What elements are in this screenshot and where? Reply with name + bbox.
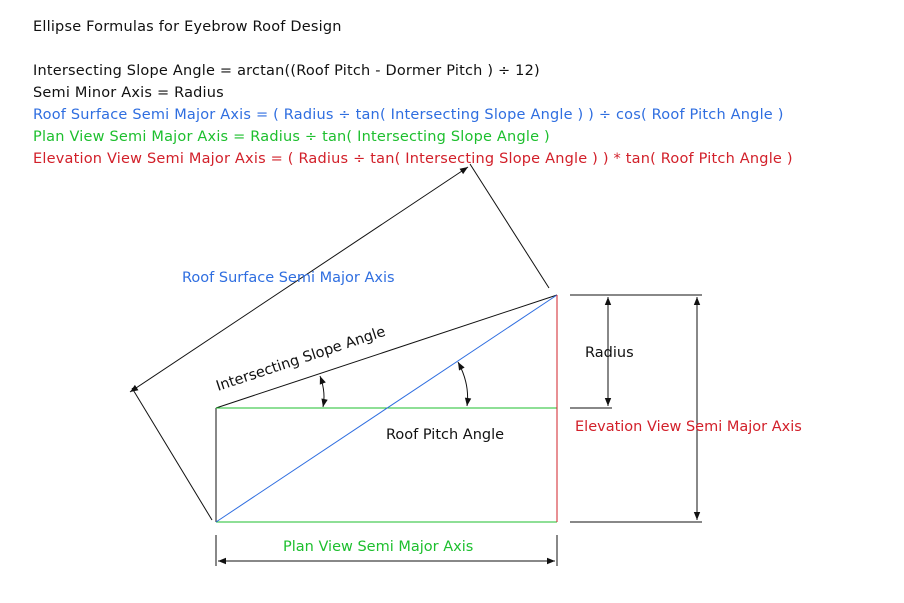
formula-block: Ellipse Formulas for Eyebrow Roof Design… (33, 16, 793, 170)
radius-label: Radius (585, 345, 634, 361)
formula-plan-view: Plan View Semi Major Axis = Radius ÷ tan… (33, 129, 550, 145)
roof-surface-label: Roof Surface Semi Major Axis (182, 270, 395, 286)
intersecting-slope-line (215, 294, 558, 409)
elevation-label: Elevation View Semi Major Axis (575, 419, 802, 435)
formula-intersecting-slope: Intersecting Slope Angle = arctan((Roof … (33, 63, 540, 79)
roof-pitch-angle-arc (457, 361, 472, 407)
roof-pitch-label: Roof Pitch Angle (386, 427, 504, 443)
page-title: Ellipse Formulas for Eyebrow Roof Design (33, 19, 342, 35)
roof-surface-ext-left (131, 387, 213, 521)
plan-view-label: Plan View Semi Major Axis (283, 539, 473, 555)
formula-roof-surface: Roof Surface Semi Major Axis = ( Radius … (33, 107, 784, 123)
roof-surface-ext-right (469, 163, 550, 289)
intersecting-slope-angle-arc (319, 375, 328, 408)
roof-surface-line (215, 294, 558, 523)
formula-elevation-view: Elevation View Semi Major Axis = ( Radiu… (33, 151, 793, 167)
roof-surface-dimension (129, 166, 469, 393)
formula-semi-minor-axis: Semi Minor Axis = Radius (33, 85, 224, 101)
